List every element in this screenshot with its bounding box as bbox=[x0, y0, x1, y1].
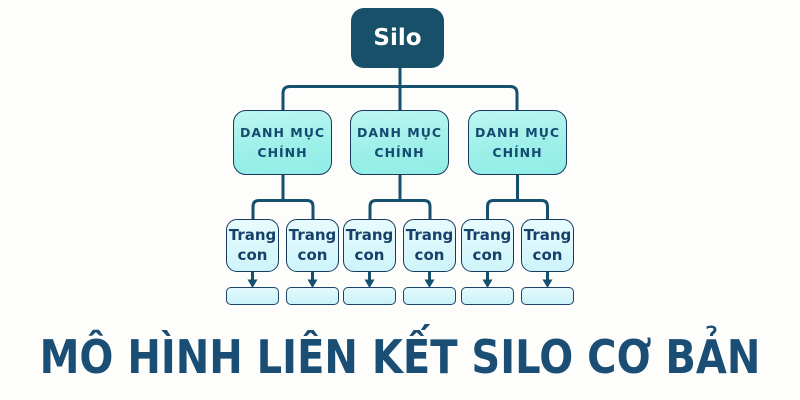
subpage-node-3: Trang con bbox=[343, 219, 396, 272]
subpage-node-4: Trang con bbox=[403, 219, 456, 272]
category-2-split-rail bbox=[368, 199, 432, 219]
subpage-node-6: Trang con bbox=[521, 219, 574, 272]
leaf-placeholder-4 bbox=[403, 287, 456, 305]
leaf-placeholder-3 bbox=[343, 287, 396, 305]
category-node-label: DANH MỤC CHÍNH bbox=[239, 125, 326, 160]
subpage-node-5: Trang con bbox=[461, 219, 514, 272]
subpage-node-label: Trang con bbox=[405, 226, 454, 264]
root-node-label: Silo bbox=[373, 25, 422, 51]
category-node-label: DANH MỤC CHÍNH bbox=[474, 125, 561, 160]
leaf-placeholder-6 bbox=[521, 287, 574, 305]
root-node-silo: Silo bbox=[351, 8, 444, 68]
category-node-label: DANH MỤC CHÍNH bbox=[356, 125, 443, 160]
category-node-3: DANH MỤC CHÍNH bbox=[468, 110, 567, 175]
arrow-head-1 bbox=[247, 279, 258, 288]
arrow-head-4 bbox=[424, 279, 435, 288]
arrow-head-6 bbox=[542, 279, 553, 288]
category-node-1: DANH MỤC CHÍNH bbox=[233, 110, 332, 175]
subpage-node-2: Trang con bbox=[286, 219, 339, 272]
subpage-node-1: Trang con bbox=[226, 219, 279, 272]
leaf-placeholder-1 bbox=[226, 287, 279, 305]
leaf-placeholder-2 bbox=[286, 287, 339, 305]
diagram-title: MÔ HÌNH LIÊN KẾT SILO CƠ BẢN bbox=[39, 330, 761, 384]
arrow-head-3 bbox=[364, 279, 375, 288]
subpage-node-label: Trang con bbox=[523, 226, 572, 264]
subpage-node-label: Trang con bbox=[463, 226, 512, 264]
category-1-split-rail bbox=[251, 199, 315, 219]
category-3-split-rail bbox=[486, 199, 549, 219]
category-node-2: DANH MỤC CHÍNH bbox=[350, 110, 449, 175]
subpage-node-label: Trang con bbox=[345, 226, 394, 264]
subpage-node-label: Trang con bbox=[288, 226, 337, 264]
leaf-placeholder-5 bbox=[461, 287, 514, 305]
arrow-head-5 bbox=[482, 279, 493, 288]
subpage-node-label: Trang con bbox=[228, 226, 277, 264]
root-to-categories-rail bbox=[281, 85, 519, 110]
arrow-head-2 bbox=[307, 279, 318, 288]
